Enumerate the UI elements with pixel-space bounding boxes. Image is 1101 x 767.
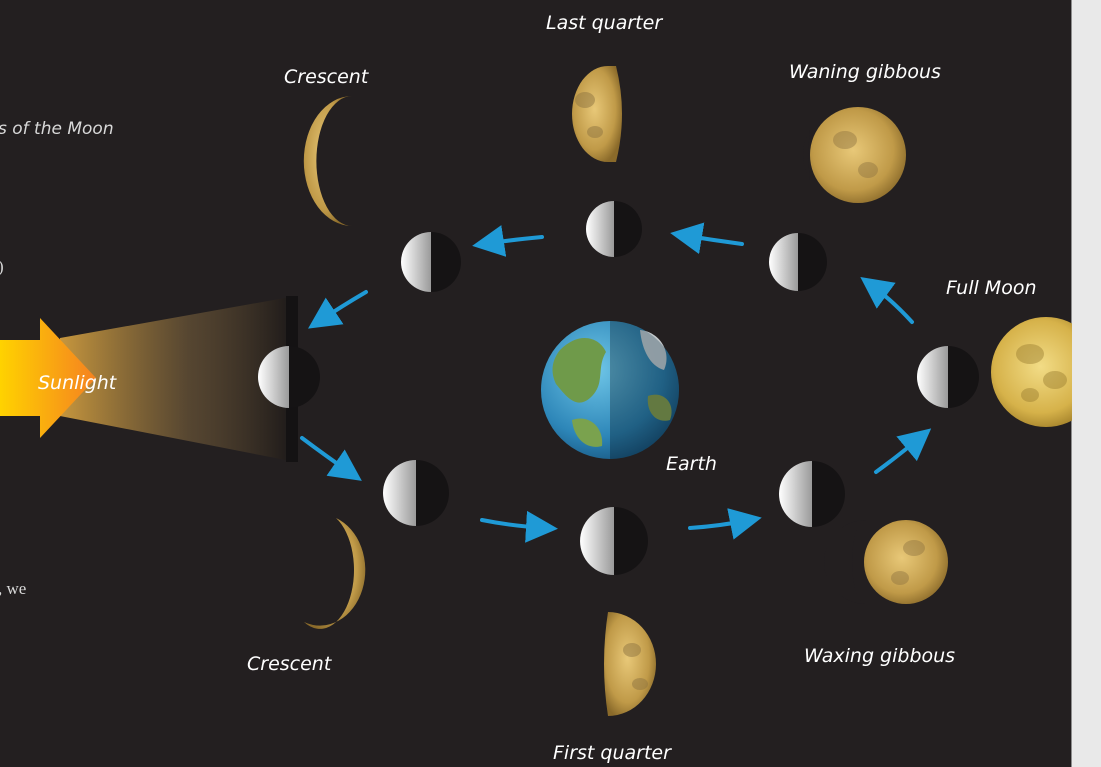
orbit-moon-first-quarter-position bbox=[580, 507, 648, 575]
earth-label: Earth bbox=[666, 453, 717, 475]
crescent-top-label: Crescent bbox=[284, 66, 370, 88]
orbit-moon-waxing-gibbous-position bbox=[779, 461, 845, 527]
orbit-arrow bbox=[670, 222, 744, 255]
last-quarter-label: Last quarter bbox=[546, 12, 663, 34]
heading-fragment: s of the Moon bbox=[0, 119, 114, 139]
orbit-arrow bbox=[480, 510, 558, 543]
orbit-moon-crescent-bottom-position bbox=[383, 460, 449, 526]
orbit-arrow bbox=[472, 225, 544, 257]
orbit-moon-last-quarter-position bbox=[586, 201, 642, 257]
waning-gibbous-moon-photo bbox=[802, 107, 906, 203]
orbit-moon-full-position bbox=[917, 346, 979, 408]
orbit-arrows bbox=[300, 222, 932, 543]
body-text-fragment: ) bbox=[0, 257, 4, 276]
page-right-margin bbox=[1072, 0, 1101, 767]
orbit-arrow bbox=[300, 436, 362, 481]
crescent-bottom-label: Crescent bbox=[247, 653, 333, 675]
orbit-arrow bbox=[308, 290, 368, 329]
waxing-gibbous-label: Waxing gibbous bbox=[804, 645, 955, 667]
crescent-top-moon-photo bbox=[303, 96, 352, 226]
moon-phases-diagram: s of the Moon ) , we Sunlight bbox=[0, 12, 1072, 764]
orbit-arrow bbox=[860, 276, 914, 324]
sunlight-arrow-icon bbox=[0, 318, 96, 438]
waxing-gibbous-moon-photo bbox=[824, 520, 948, 604]
body-text-fragment-2: , we bbox=[0, 579, 26, 598]
orbit-moon-new-position bbox=[258, 346, 320, 408]
full-moon-photo bbox=[991, 317, 1072, 427]
crescent-bottom-moon-photo bbox=[304, 518, 366, 629]
orbit-moon-crescent-top-position bbox=[401, 232, 461, 292]
orbit-moon-waning-gibbous-position bbox=[769, 233, 827, 291]
last-quarter-moon-photo bbox=[572, 66, 622, 162]
orbit-arrow bbox=[874, 428, 932, 474]
orbit-arrow bbox=[688, 508, 762, 540]
first-quarter-label: First quarter bbox=[553, 742, 672, 764]
first-quarter-moon-photo bbox=[604, 612, 656, 716]
waning-gibbous-label: Waning gibbous bbox=[789, 61, 941, 83]
earth-globe bbox=[541, 321, 679, 459]
full-moon-label: Full Moon bbox=[946, 277, 1036, 299]
sunlight-label: Sunlight bbox=[38, 372, 118, 394]
sunlight-beam bbox=[60, 296, 296, 462]
